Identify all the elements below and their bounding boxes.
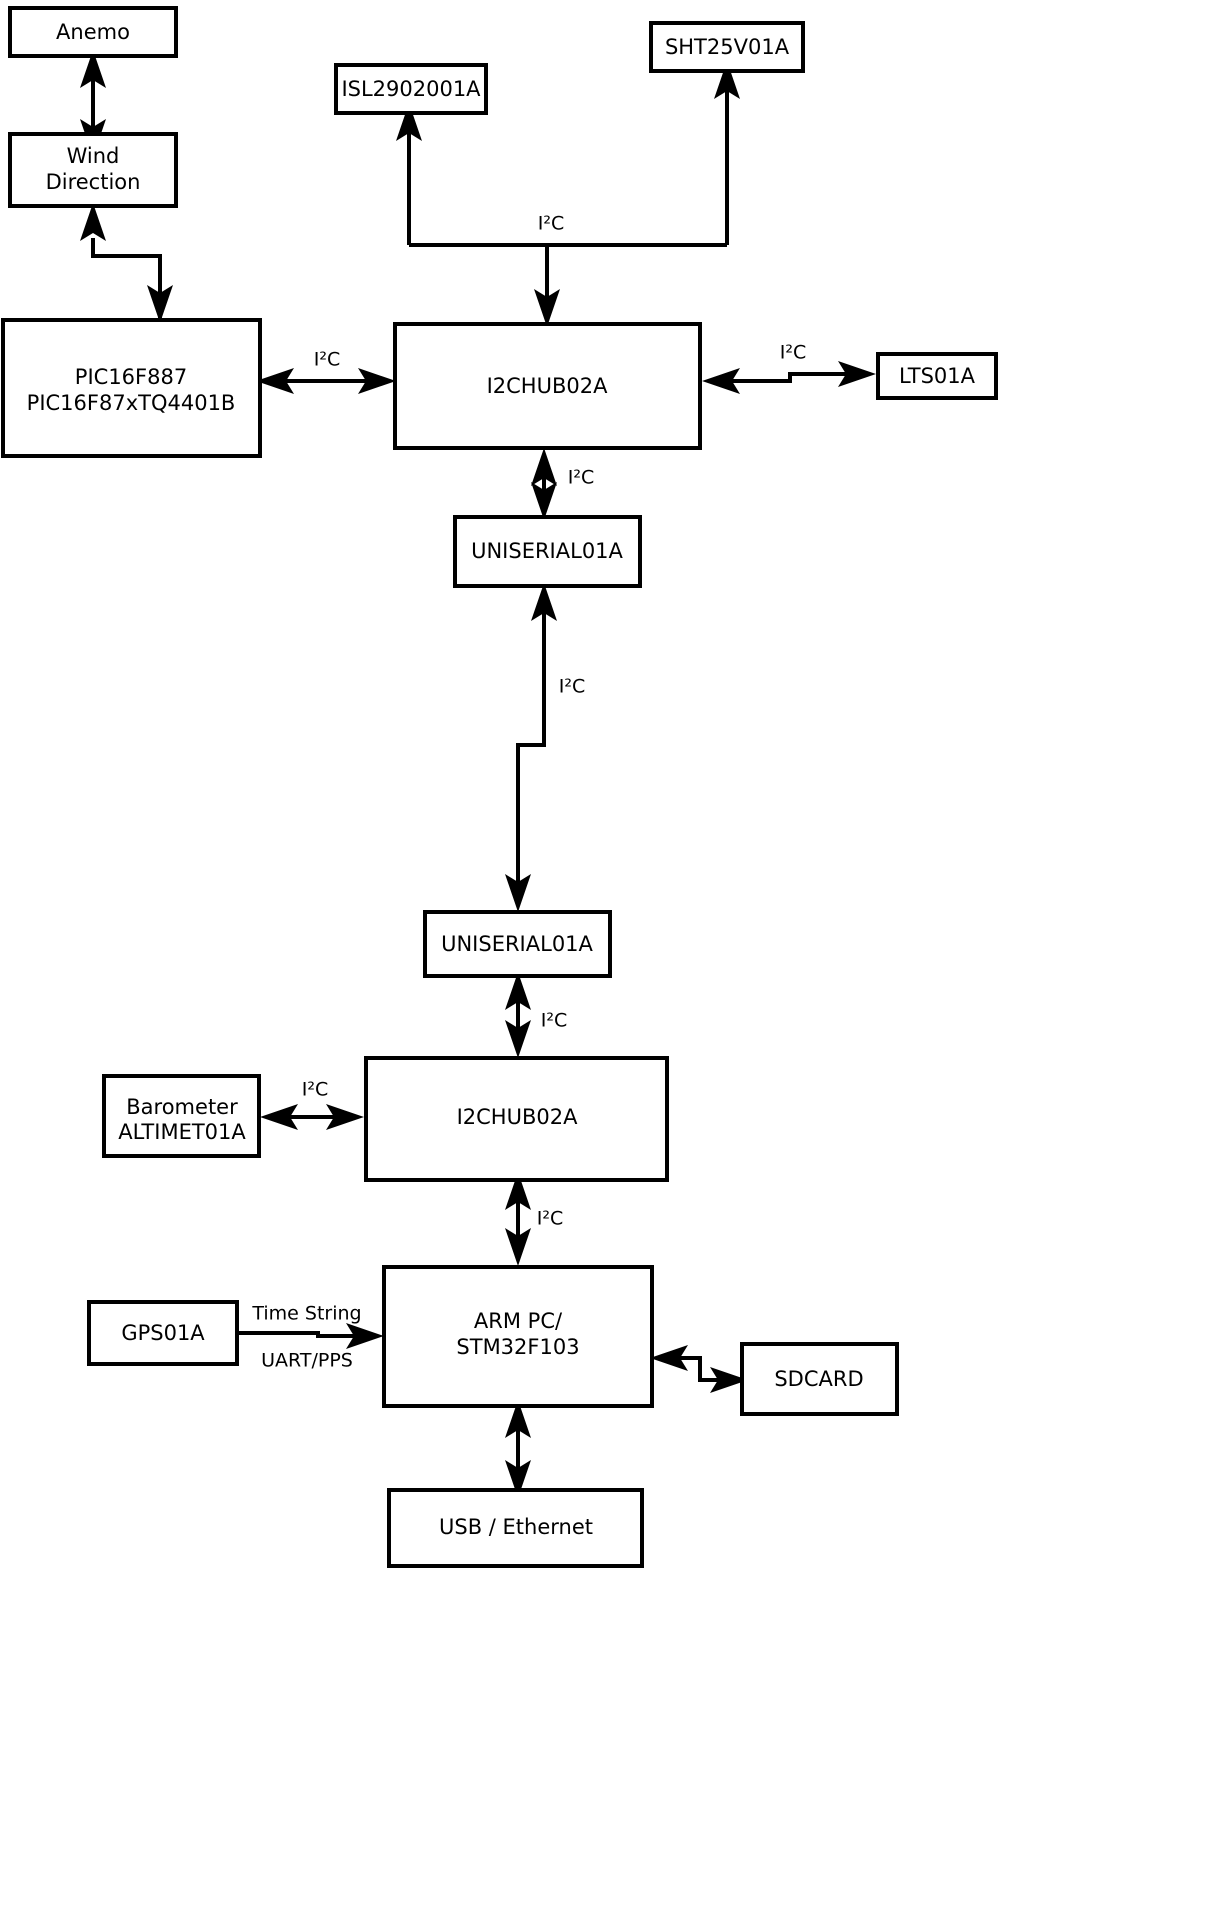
node-hub-bot[interactable]: I2CHUB02A bbox=[364, 1056, 669, 1182]
node-pic-label-line2: PIC16F87xTQ4401B bbox=[27, 391, 236, 415]
link-hub-uniserial-top bbox=[531, 448, 557, 520]
arrow-head-right bbox=[710, 1367, 748, 1393]
arrow-head-down bbox=[531, 482, 557, 520]
arrow-head-up bbox=[505, 1400, 531, 1438]
edge-label-i2c-hub2-arm: I²C bbox=[537, 1208, 564, 1230]
node-lts[interactable]: LTS01A bbox=[876, 352, 998, 400]
edge-label-i2c-uniserial-hub2: I²C bbox=[541, 1010, 568, 1032]
arrow-head-up bbox=[531, 583, 557, 621]
arrow-head-up bbox=[80, 50, 106, 88]
arrow-head-down bbox=[505, 1020, 531, 1058]
node-gps[interactable]: GPS01A bbox=[87, 1300, 239, 1366]
arrow-head-up bbox=[396, 103, 422, 141]
node-barometer-label-line2: ALTIMET01A bbox=[118, 1120, 246, 1144]
arrow-head-down bbox=[147, 285, 173, 323]
node-anemo-label: Anemo bbox=[56, 20, 130, 44]
arrow-head-right bbox=[326, 1104, 364, 1130]
node-usb-label: USB / Ethernet bbox=[439, 1515, 593, 1539]
link-hub-bot-arm bbox=[505, 1172, 531, 1266]
node-usb[interactable]: USB / Ethernet bbox=[387, 1488, 644, 1568]
node-hub-bot-label: I2CHUB02A bbox=[457, 1105, 579, 1129]
link-gps-arm bbox=[236, 1323, 384, 1349]
node-wind-direction-label-line1: Wind bbox=[67, 144, 120, 168]
arrow-head-up bbox=[531, 448, 557, 486]
arrow-head-left bbox=[702, 368, 740, 394]
edge-label-i2c-uniserial-link: I²C bbox=[559, 676, 586, 698]
node-uniserial-bot-label: UNISERIAL01A bbox=[441, 932, 593, 956]
link-pic-hub bbox=[256, 368, 396, 394]
arrow-head-down bbox=[534, 289, 560, 327]
edge-label-i2c-bus-top: I²C bbox=[538, 213, 565, 235]
link-arm-sdcard bbox=[650, 1345, 748, 1393]
arrow-head-down bbox=[505, 874, 531, 912]
link-uniserial-uniserial bbox=[505, 583, 557, 912]
node-hub-top-label: I2CHUB02A bbox=[487, 374, 609, 398]
edge-label-gps-uart-pps: UART/PPS bbox=[261, 1350, 353, 1372]
link-arm-usb bbox=[505, 1400, 531, 1498]
node-sht[interactable]: SHT25V01A bbox=[649, 21, 805, 73]
node-arm-label-line1: ARM PC/ bbox=[474, 1309, 563, 1333]
edge-label-i2c-hub-lts: I²C bbox=[780, 342, 807, 364]
link-barometer-hub-bot bbox=[260, 1104, 364, 1130]
arrow-head-up bbox=[80, 203, 106, 241]
arrow-head-left bbox=[650, 1345, 688, 1371]
node-wind-direction-label-line2: Direction bbox=[46, 170, 141, 194]
arrow-head-down bbox=[505, 1460, 531, 1498]
link-pic-wind bbox=[80, 203, 173, 323]
arrow-head-up bbox=[714, 61, 740, 99]
arrow-head-left bbox=[260, 1104, 298, 1130]
node-hub-top[interactable]: I2CHUB02A bbox=[393, 322, 702, 450]
arrow-head-up bbox=[505, 1172, 531, 1210]
node-pic-label-line1: PIC16F887 bbox=[75, 365, 187, 389]
edge-label-i2c-barometer-hub2: I²C bbox=[302, 1079, 329, 1101]
arrow-head-right bbox=[346, 1323, 384, 1349]
link-hub-lts bbox=[702, 361, 876, 394]
node-wind-direction[interactable]: Wind Direction bbox=[8, 132, 178, 208]
node-sdcard[interactable]: SDCARD bbox=[740, 1342, 899, 1416]
edge-label-gps-time-string: Time String bbox=[251, 1303, 361, 1325]
arrow-head-up bbox=[505, 972, 531, 1010]
node-isl[interactable]: ISL2902001A bbox=[334, 63, 488, 115]
node-pic[interactable]: PIC16F887 PIC16F87xTQ4401B bbox=[1, 318, 262, 458]
node-sht-label: SHT25V01A bbox=[665, 35, 790, 59]
node-uniserial-top-label: UNISERIAL01A bbox=[471, 539, 623, 563]
node-lts-label: LTS01A bbox=[899, 364, 976, 388]
link-uniserial-hub-bot bbox=[505, 972, 531, 1058]
node-isl-label: ISL2902001A bbox=[341, 77, 481, 101]
arrow-head-down bbox=[505, 1228, 531, 1266]
edge-label-i2c-hub-uniserial: I²C bbox=[568, 467, 595, 489]
node-barometer[interactable]: Barometer ALTIMET01A bbox=[102, 1074, 261, 1158]
node-arm[interactable]: ARM PC/ STM32F103 bbox=[382, 1265, 654, 1408]
node-barometer-label-line1: Barometer bbox=[126, 1095, 238, 1119]
node-arm-label-line2: STM32F103 bbox=[456, 1335, 579, 1359]
node-uniserial-bot[interactable]: UNISERIAL01A bbox=[423, 910, 612, 978]
arrow-head-right bbox=[838, 361, 876, 387]
node-anemo[interactable]: Anemo bbox=[8, 6, 178, 58]
node-uniserial-top[interactable]: UNISERIAL01A bbox=[453, 515, 642, 588]
arrow-head-right bbox=[358, 368, 396, 394]
arrow-head-left bbox=[256, 368, 294, 394]
edge-label-i2c-pic-hub: I²C bbox=[314, 349, 341, 371]
node-sdcard-label: SDCARD bbox=[774, 1367, 863, 1391]
node-gps-label: GPS01A bbox=[121, 1321, 205, 1345]
link-i2c-bus-top bbox=[396, 61, 740, 327]
